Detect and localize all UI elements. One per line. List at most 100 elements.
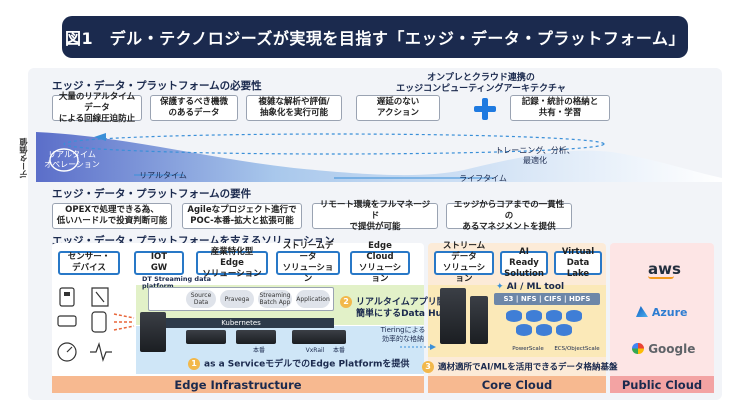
training-line: 最適化 xyxy=(523,156,547,165)
necessity-item-line: 大量のリアルタイムデータ xyxy=(58,91,136,113)
necessity-item: 保護するべき機微のあるデータ xyxy=(150,95,238,121)
realtime-operation-line: リアルタイム xyxy=(48,150,96,159)
dt-platform-line: platform xyxy=(142,282,174,290)
training-line: トレーニング、分析、 xyxy=(495,146,575,155)
storage-protocols: S3 | NFS | CIFS | HDFS xyxy=(494,293,600,305)
solution-line: 産業特化型Edge xyxy=(210,246,254,268)
gauge-icon xyxy=(57,342,77,362)
edge-server-icon xyxy=(140,312,166,352)
edge-platform-band xyxy=(136,326,424,374)
architecture-label: オンプレとクラウド連携のエッジコンピューティングアーキテクチャ xyxy=(396,73,566,95)
aws-logo: aws xyxy=(648,260,681,279)
server-label: 本番 xyxy=(332,347,345,354)
server-label: VxRail xyxy=(305,347,325,354)
data-value-curve xyxy=(36,132,722,182)
ai-server-icon xyxy=(470,296,488,344)
solution-line: GW xyxy=(150,263,168,273)
component-pravega: Pravega xyxy=(220,290,254,308)
step2-line: 簡単にするData Hub xyxy=(356,308,449,319)
necessity-heading: エッジ・データ・プラットフォームの必要性 xyxy=(52,80,262,92)
necessity-item-line: のあるデータ xyxy=(168,108,220,118)
crane-icon xyxy=(91,287,109,307)
kubernetes-bar: Kubernetes xyxy=(148,318,334,328)
pulse-icon xyxy=(90,341,112,363)
footer-public-cloud: Public Cloud xyxy=(610,376,714,393)
google-cloud-icon xyxy=(632,343,644,354)
step3-line: 適材適所でAI/MLを活用できるデータ格納基盤 xyxy=(438,362,618,373)
necessity-item-line: による回線圧迫防止 xyxy=(58,113,136,124)
ai-ml-tool-label: ✦ AI / ML tool xyxy=(496,282,565,292)
realtime-label: リアルタイム xyxy=(139,171,187,180)
cloud-zone xyxy=(610,243,714,378)
core-solution-stream-data: ストリームデータソリューション xyxy=(434,241,494,284)
google-logo-text: Google xyxy=(648,342,696,356)
component-application: Application xyxy=(296,290,330,308)
architecture-label-line: オンプレとクラウド連携の xyxy=(427,73,535,83)
lifetime-label: ライフタイム xyxy=(459,174,507,183)
storage-disk-icon xyxy=(556,324,572,336)
storage-disk-icon xyxy=(516,324,532,336)
necessity-item-line: 抽象化を実行可能 xyxy=(259,108,328,118)
solution-line: ソリューション xyxy=(282,263,334,284)
step3-number: 3 xyxy=(422,361,434,373)
solution-line: センサー・ xyxy=(67,252,111,262)
requirements-heading: エッジ・データ・プラットフォームの要件 xyxy=(52,188,252,200)
solution-line: Solution xyxy=(504,268,544,279)
azure-logo-text: Azure xyxy=(651,306,688,319)
solution-line: ストリームデータ xyxy=(442,241,486,262)
necessity-item: 大量のリアルタイムデータによる回線圧迫防止 xyxy=(52,91,142,124)
solution-line: Data Lake xyxy=(566,257,590,279)
tiering-arrow xyxy=(400,344,436,350)
tiering-line: Tieringによる xyxy=(380,326,426,334)
data-value-axis-label: データ価値 xyxy=(19,138,28,178)
component-streaming-batch-app: Streaming Batch App xyxy=(258,290,292,308)
necessity-item-line: 保護するべき機微 xyxy=(159,97,228,107)
requirement-item: リモート環境をフルマネージドで提供が可能 xyxy=(312,199,438,232)
solution-line: IOT xyxy=(150,252,168,262)
requirement-line: Agileなプロジェクト進行で xyxy=(187,205,297,215)
footer-core-cloud: Core Cloud xyxy=(428,376,606,393)
step2-line: リアルタイムアプリ開発を xyxy=(356,297,464,308)
rack-server-icon xyxy=(236,330,276,344)
azure-icon xyxy=(636,306,648,317)
solution-line: ストリームデータ xyxy=(282,241,334,262)
storage-label: ECS/ObjectScale xyxy=(554,346,600,352)
architecture-label-line: エッジコンピューティングアーキテクチャ xyxy=(396,84,566,94)
tiering-line: 効率的な格納 xyxy=(382,335,424,343)
sensor-icon xyxy=(59,287,75,307)
plus-icon xyxy=(474,98,496,120)
requirement-item: OPEXで処理できる為、低いハードルで投資判断可能 xyxy=(52,203,172,229)
component-source-data: Source Data xyxy=(186,290,216,308)
azure-logo: Azure xyxy=(636,306,687,319)
step3-text: 3 適材適所でAI/MLを活用できるデータ格納基盤 xyxy=(422,361,618,374)
ai-ml-tool-text: AI / ML tool xyxy=(506,282,565,292)
figure-title: 図1 デル・テクノロジーズが実現を目指す「エッジ・データ・プラットフォーム」 xyxy=(62,16,688,58)
necessity-item-line: 共有・学習 xyxy=(538,108,582,118)
necessity-item: 遅延のないアクション xyxy=(356,95,440,121)
necessity-item: 記録・統計の格納と共有・学習 xyxy=(510,95,610,121)
storage-disk-icon xyxy=(526,310,542,322)
footer-edge-infrastructure: Edge Infrastructure xyxy=(52,376,424,393)
solution-line: Virtual xyxy=(561,246,595,257)
solution-line: デバイス xyxy=(72,263,106,273)
storage-disk-icon xyxy=(506,310,522,322)
step1-line: as a ServiceモデルでのEdge Platformを提供 xyxy=(204,359,410,370)
requirement-line: リモート環境をフルマネージド xyxy=(319,199,431,221)
server-label: 本番 xyxy=(252,347,265,354)
solution-line: AI Ready xyxy=(509,246,539,268)
training-label: トレーニング、分析、最適化 xyxy=(490,146,580,166)
realtime-operation-label: リアルタイムオペレーション xyxy=(42,150,102,170)
google-logo: Google xyxy=(632,342,695,356)
requirement-line: OPEXで処理できる為、 xyxy=(65,205,159,215)
tiering-label: Tieringによる効率的な格納 xyxy=(378,326,428,344)
necessity-item-line: アクション xyxy=(376,108,420,118)
solution-item-sensor: センサー・デバイス xyxy=(58,251,120,275)
